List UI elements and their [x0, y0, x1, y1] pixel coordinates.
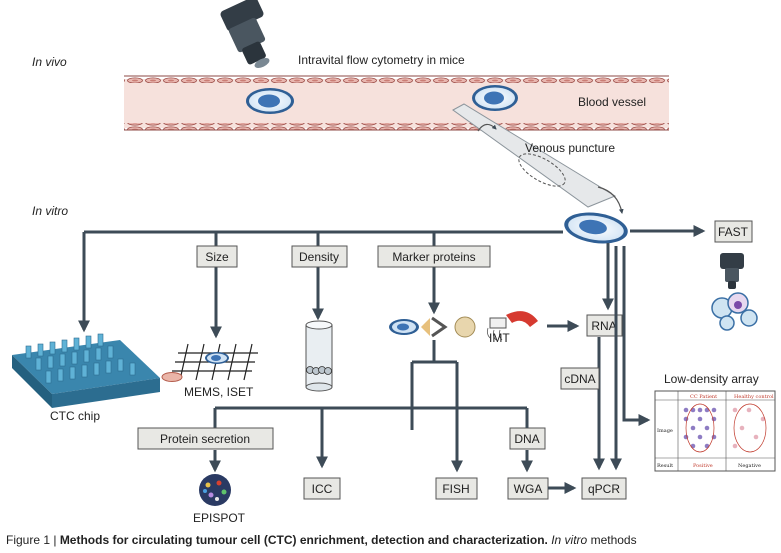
mems-iset-label: MEMS, ISET	[184, 385, 254, 399]
low-density-array-panel: CC Patient Healthy control Image Result …	[654, 390, 776, 472]
icc-label: ICC	[312, 482, 333, 496]
size-label: Size	[205, 250, 229, 264]
cell-to-array-arrow	[622, 246, 651, 426]
fish-box	[435, 477, 478, 500]
fast-box	[714, 220, 753, 243]
ctc-cell-in-vessel	[246, 88, 294, 114]
isolated-ctc-cell	[564, 212, 628, 244]
cdna-label: cDNA	[564, 372, 595, 386]
rna-box	[586, 314, 623, 337]
caption-title: Methods for circulating tumour cell (CTC…	[59, 533, 548, 547]
syringe-icon	[452, 103, 617, 208]
blood-vessel-label: Blood vessel	[578, 95, 646, 109]
figure-caption: Figure 1 | Methods for circulating tumou…	[6, 533, 776, 551]
antibody-binding-icon	[389, 316, 476, 338]
caption-rest: methods	[587, 533, 637, 547]
ctc-cell-in-vessel-2	[472, 85, 518, 111]
marker-proteins-label: Marker proteins	[392, 250, 475, 264]
density-box	[291, 245, 348, 268]
array-row2: Result	[657, 463, 673, 469]
array-res2: Negative	[738, 463, 761, 469]
transfer-arrow	[597, 186, 624, 214]
ctc-chip-label: CTC chip	[50, 409, 100, 423]
in-vivo-label: In vivo	[32, 55, 67, 69]
fish-label: FISH	[442, 482, 469, 496]
venous-puncture-label: Venous puncture	[525, 141, 615, 155]
caption-invitro: In vitro	[547, 533, 588, 547]
magnet-icon	[486, 311, 538, 341]
array-row1: Image	[657, 428, 673, 434]
wga-label: WGA	[514, 482, 543, 496]
dna-label: DNA	[514, 432, 539, 446]
blood-vessel	[124, 75, 669, 131]
epispot-well-icon	[199, 474, 231, 506]
caption-prefix: Figure 1 |	[6, 533, 60, 547]
fast-label: FAST	[718, 225, 749, 239]
array-col2: Healthy control	[734, 394, 774, 400]
marker-proteins-box	[377, 245, 491, 268]
array-col1: CC Patient	[690, 394, 717, 400]
mems-filter-icon	[161, 343, 258, 382]
fast-microscope-icon	[720, 253, 744, 289]
low-density-array-label: Low-density array	[664, 372, 759, 386]
density-tube-icon	[305, 320, 333, 392]
protein-secretion-label: Protein secretion	[160, 432, 250, 446]
size-box	[196, 245, 238, 268]
intravital-label: Intravital flow cytometry in mice	[298, 53, 465, 67]
epispot-label: EPISPOT	[193, 511, 246, 525]
ctc-chip-icon	[12, 333, 160, 408]
icc-box	[303, 477, 341, 500]
microscope-objective-icon	[220, 0, 270, 68]
fast-cells-icon	[711, 292, 758, 331]
cdna-box	[560, 367, 600, 390]
qpcr-box	[581, 477, 627, 500]
array-res1: Positive	[693, 463, 713, 469]
density-label: Density	[299, 250, 339, 264]
imt-label: IMT	[489, 331, 510, 345]
in-vitro-label: In vitro	[32, 204, 68, 218]
qpcr-label: qPCR	[588, 482, 620, 496]
protein-secretion-box	[137, 427, 274, 450]
rna-label: RNA	[591, 319, 616, 333]
